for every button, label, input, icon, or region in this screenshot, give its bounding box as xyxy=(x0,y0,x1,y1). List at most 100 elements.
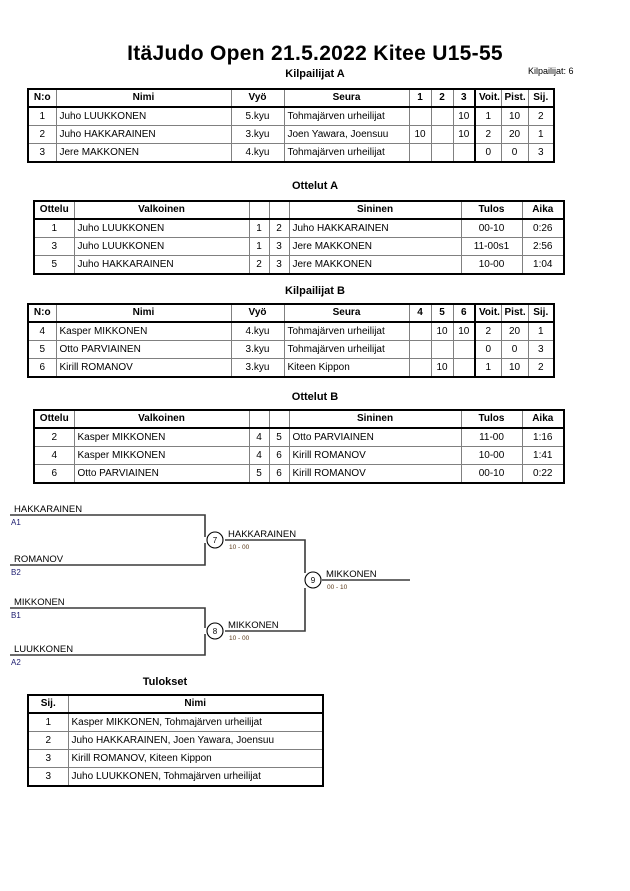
cell-white-no: 4 xyxy=(248,427,270,447)
section-title-matches-b: Ottelut B xyxy=(291,391,339,403)
bracket-entry-2-seed: B2 xyxy=(11,568,21,577)
col-wins: Voit. xyxy=(474,303,502,323)
table-row: 5 Otto PARVIAINEN 3.kyu Tohmajärven urhe… xyxy=(27,340,555,359)
col-score-5: 5 xyxy=(430,303,454,323)
cell-score-5 xyxy=(430,340,454,359)
bracket-entry-3-name: MIKKONEN xyxy=(14,597,65,608)
col-score-6: 6 xyxy=(452,303,476,323)
bracket-node-9-score: 00 - 10 xyxy=(327,584,348,591)
cell-score-1 xyxy=(408,143,432,163)
bracket-entry-1-seed: A1 xyxy=(11,518,21,527)
table-row: 1 Kasper MIKKONEN, Tohmajärven urheilija… xyxy=(27,712,324,732)
cell-no: 3 xyxy=(27,143,57,163)
cell-white: Kasper MIKKONEN xyxy=(73,446,250,465)
elimination-bracket: 7 8 9 HAKKARAINEN A1 ROMANOV B2 MIKKONEN… xyxy=(0,495,630,670)
section-title-pool-b: Kilpailijat B xyxy=(285,285,345,297)
cell-blue-no: 6 xyxy=(268,464,290,484)
cell-wins: 0 xyxy=(474,143,502,163)
cell-blue-no: 3 xyxy=(268,255,290,275)
col-name: Nimi xyxy=(67,694,324,714)
cell-points: 10 xyxy=(500,106,529,126)
cell-score-3: 10 xyxy=(452,125,476,144)
matches-b-table: Ottelu Valkoinen Sininen Tulos Aika 2 Ka… xyxy=(33,409,565,484)
cell-name: Kasper MIKKONEN, Tohmajärven urheilijat xyxy=(67,712,324,732)
cell-time: 1:16 xyxy=(521,427,565,447)
section-title-matches-a: Ottelut A xyxy=(291,180,339,192)
bracket-node-7-circle xyxy=(206,531,224,549)
bracket-entry-2-name: ROMANOV xyxy=(14,554,64,565)
table-row: 3 Jere MAKKONEN 4.kyu Tohmajärven urheil… xyxy=(27,143,555,163)
col-blue: Sininen xyxy=(288,200,462,220)
col-rank: Sij. xyxy=(527,303,555,323)
page-title: ItäJudo Open 21.5.2022 Kitee U15-55 xyxy=(127,42,503,65)
pool-b-table: N:o Nimi Vyö Seura 4 5 6 Voit. Pist. Sij… xyxy=(27,303,555,378)
col-match: Ottelu xyxy=(33,200,75,220)
cell-result: 00-10 xyxy=(460,464,523,484)
col-no: N:o xyxy=(27,88,57,108)
col-club: Seura xyxy=(283,88,410,108)
col-time: Aika xyxy=(521,409,565,429)
cell-no: 2 xyxy=(27,125,57,144)
cell-score-5: 10 xyxy=(430,358,454,378)
cell-white-no: 4 xyxy=(248,446,270,465)
bracket-node-7-score: 10 - 00 xyxy=(229,544,250,551)
cell-points: 10 xyxy=(500,358,529,378)
table-row: 6 Kirill ROMANOV 3.kyu Kiteen Kippon 10 … xyxy=(27,358,555,378)
cell-blue-no: 6 xyxy=(268,446,290,465)
cell-belt: 5.kyu xyxy=(230,106,285,126)
cell-result: 00-10 xyxy=(460,218,523,238)
cell-match: 1 xyxy=(33,218,75,238)
col-result: Tulos xyxy=(460,409,523,429)
cell-score-3 xyxy=(452,143,476,163)
cell-rank: 1 xyxy=(527,321,555,341)
section-title-results: Tulokset xyxy=(142,676,188,688)
cell-club: Kiteen Kippon xyxy=(283,358,410,378)
cell-rank: 3 xyxy=(527,340,555,359)
cell-result: 10-00 xyxy=(460,446,523,465)
col-points: Pist. xyxy=(500,303,529,323)
col-rank: Sij. xyxy=(27,694,69,714)
cell-time: 1:41 xyxy=(521,446,565,465)
col-white-no xyxy=(248,409,270,429)
cell-blue-no: 2 xyxy=(268,218,290,238)
section-title-pool-a: Kilpailijat A xyxy=(285,68,345,80)
cell-rank: 2 xyxy=(527,106,555,126)
cell-blue: Kirill ROMANOV xyxy=(288,446,462,465)
table-row: 2 Kasper MIKKONEN 4 5 Otto PARVIAINEN 11… xyxy=(33,427,565,447)
cell-white: Juho LUUKKONEN xyxy=(73,218,250,238)
bracket-node-9-circle xyxy=(304,571,322,589)
col-white-no xyxy=(248,200,270,220)
cell-club: Tohmajärven urheilijat xyxy=(283,340,410,359)
cell-belt: 3.kyu xyxy=(230,340,285,359)
cell-points: 0 xyxy=(500,340,529,359)
cell-white: Juho LUUKKONEN xyxy=(73,237,250,256)
bracket-node-8-number: 8 xyxy=(213,627,218,636)
cell-score-1 xyxy=(408,106,432,126)
cell-score-5: 10 xyxy=(430,321,454,341)
bracket-entry-3-seed: B1 xyxy=(11,611,21,620)
cell-club: Tohmajärven urheilijat xyxy=(283,321,410,341)
cell-rank: 1 xyxy=(27,712,69,732)
pool-b-header-row: N:o Nimi Vyö Seura 4 5 6 Voit. Pist. Sij… xyxy=(27,303,555,323)
cell-score-6 xyxy=(452,358,476,378)
cell-white: Juho HAKKARAINEN xyxy=(73,255,250,275)
cell-name: Kirill ROMANOV, Kiteen Kippon xyxy=(67,749,324,768)
cell-name: Kirill ROMANOV xyxy=(55,358,232,378)
col-blue-no xyxy=(268,409,290,429)
cell-rank: 3 xyxy=(527,143,555,163)
col-name: Nimi xyxy=(55,303,232,323)
cell-blue: Jere MAKKONEN xyxy=(288,255,462,275)
table-row: 6 Otto PARVIAINEN 5 6 Kirill ROMANOV 00-… xyxy=(33,464,565,484)
col-club: Seura xyxy=(283,303,410,323)
cell-match: 6 xyxy=(33,464,75,484)
table-row: 5 Juho HAKKARAINEN 2 3 Jere MAKKONEN 10-… xyxy=(33,255,565,275)
cell-match: 3 xyxy=(33,237,75,256)
col-wins: Voit. xyxy=(474,88,502,108)
cell-score-4 xyxy=(408,321,432,341)
table-row: 3 Kirill ROMANOV, Kiteen Kippon xyxy=(27,749,324,768)
cell-name: Juho LUUKKONEN, Tohmajärven urheilijat xyxy=(67,767,324,787)
bracket-node-8-winner: MIKKONEN xyxy=(228,620,279,631)
cell-blue: Juho HAKKARAINEN xyxy=(288,218,462,238)
col-no: N:o xyxy=(27,303,57,323)
cell-rank: 2 xyxy=(27,731,69,750)
